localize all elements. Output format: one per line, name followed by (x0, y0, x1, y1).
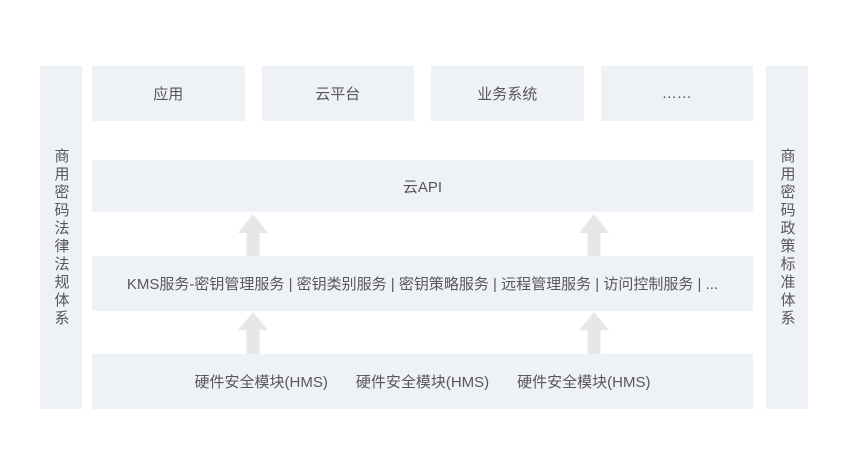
box-application: 应用 (92, 66, 245, 121)
box-cloud-api: 云API (92, 160, 753, 212)
hsm-module-label: 硬件安全模块(HMS) (517, 374, 651, 391)
left-sidebar-label: 商用密码法律法规体系 (52, 147, 70, 328)
up-arrow-icon (238, 312, 268, 354)
left-sidebar-legal-framework: 商用密码法律法规体系 (40, 66, 82, 409)
box-hardware-security-modules: 硬件安全模块(HMS) 硬件安全模块(HMS) 硬件安全模块(HMS) (92, 354, 753, 409)
right-sidebar-policy-standards: 商用密码政策标准体系 (766, 66, 808, 409)
up-arrow-icon (579, 214, 609, 258)
box-ellipsis: …… (600, 66, 753, 121)
box-business-system-label: 业务系统 (477, 86, 538, 103)
box-kms-services-label: KMS服务-密钥管理服务 | 密钥类别服务 | 密钥策略服务 | 远程管理服务 … (126, 276, 719, 293)
right-sidebar-label: 商用密码政策标准体系 (778, 147, 796, 328)
hsm-module-label: 硬件安全模块(HMS) (194, 374, 328, 391)
box-cloud-platform-label: 云平台 (315, 86, 361, 103)
box-application-label: 应用 (153, 86, 184, 103)
box-cloud-api-label: 云API (402, 178, 443, 196)
box-kms-services: KMS服务-密钥管理服务 | 密钥类别服务 | 密钥策略服务 | 远程管理服务 … (92, 256, 753, 311)
box-business-system: 业务系统 (431, 66, 584, 121)
up-arrow-icon (579, 312, 609, 354)
box-ellipsis-label: …… (661, 85, 692, 102)
up-arrow-icon (238, 214, 268, 258)
box-cloud-platform: 云平台 (261, 66, 414, 121)
top-layer-row: 应用 云平台 业务系统 …… (92, 66, 753, 121)
hsm-module-label: 硬件安全模块(HMS) (355, 374, 490, 391)
